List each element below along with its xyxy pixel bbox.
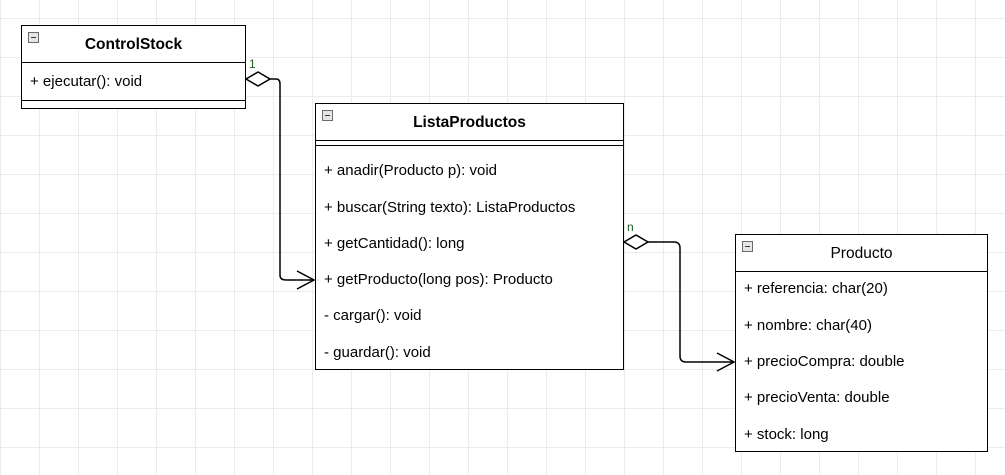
arrowhead-to-producto xyxy=(716,352,736,372)
class-title: Producto xyxy=(830,245,893,262)
method-getcantidad: + getCantidad(): long xyxy=(324,235,465,252)
attribute-nombre: + nombre: char(40) xyxy=(744,317,872,334)
class-producto-header: Producto xyxy=(736,235,987,272)
method-guardar: - guardar(): void xyxy=(324,344,431,361)
method-getproducto: + getProducto(long pos): Producto xyxy=(324,271,553,288)
class-listaproductos[interactable]: ListaProductos + anadir(Producto p): voi… xyxy=(315,103,624,370)
association-line-listaproductos-producto xyxy=(648,241,734,363)
collapse-icon[interactable] xyxy=(742,241,753,252)
multiplicity-label-1: 1 xyxy=(249,57,256,71)
attribute-stock: + stock: long xyxy=(744,426,829,443)
method-cargar: - cargar(): void xyxy=(324,307,422,324)
attribute-precioventa: + precioVenta: double xyxy=(744,389,890,406)
class-producto[interactable]: Producto + referencia: char(20) + nombre… xyxy=(735,234,988,452)
class-title: ControlStock xyxy=(84,36,183,53)
class-listaproductos-header: ListaProductos xyxy=(316,104,623,141)
class-section-divider xyxy=(22,100,245,101)
aggregation-diamond-listaproductos xyxy=(622,234,650,250)
method-buscar: + buscar(String texto): ListaProductos xyxy=(324,199,576,216)
collapse-icon[interactable] xyxy=(28,32,39,43)
class-title: ListaProductos xyxy=(413,114,526,131)
class-controlstock[interactable]: ControlStock + ejecutar(): void xyxy=(21,25,246,109)
aggregation-diamond-controlstock xyxy=(244,71,272,87)
association-line-controlstock-listaproductos xyxy=(270,78,314,281)
method-anadir: + anadir(Producto p): void xyxy=(324,162,498,179)
multiplicity-label-n: n xyxy=(627,220,634,234)
collapse-icon[interactable] xyxy=(322,110,333,121)
class-controlstock-header: ControlStock xyxy=(22,26,245,63)
attribute-preciocompra: + precioCompra: double xyxy=(744,353,905,370)
method-ejecutar: + ejecutar(): void xyxy=(30,73,143,90)
arrowhead-to-listaproductos xyxy=(296,270,316,290)
attribute-referencia: + referencia: char(20) xyxy=(744,280,888,297)
class-attributes-section xyxy=(316,141,623,146)
